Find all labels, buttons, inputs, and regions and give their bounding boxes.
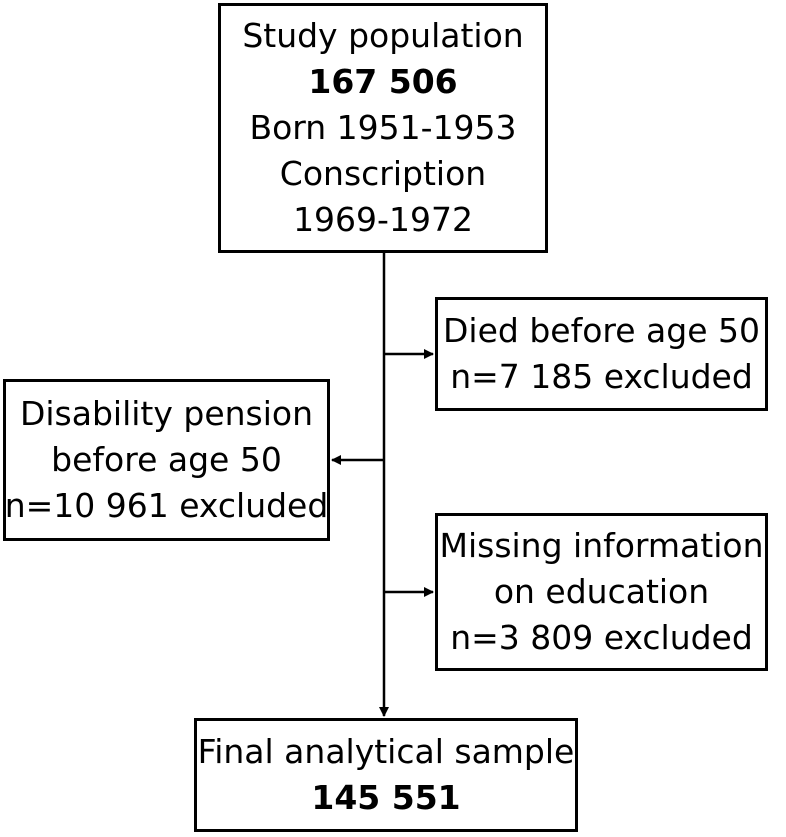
study-population-years: 1969-1972 [293, 200, 473, 239]
study-population-born: Born 1951-1953 [249, 108, 517, 147]
missing-education-box: Missing information on education n=3 809… [435, 513, 768, 671]
final-sample-box: Final analytical sample 145 551 [194, 718, 578, 832]
study-population-count: 167 506 [308, 62, 458, 101]
missing-label: Missing information [439, 526, 764, 565]
study-population-conscription: Conscription [279, 154, 487, 193]
final-sample-count: 145 551 [311, 778, 461, 817]
missing-label-education: on education [493, 572, 710, 611]
disability-excluded-box: Disability pension before age 50 n=10 96… [3, 379, 330, 541]
study-population-title: Study population [242, 16, 524, 55]
died-label: Died before age 50 [443, 311, 760, 350]
final-sample-title: Final analytical sample [197, 732, 575, 771]
disability-label-age: before age 50 [51, 440, 282, 479]
died-excluded-box: Died before age 50 n=7 185 excluded [435, 297, 768, 411]
study-population-box: Study population 167 506 Born 1951-1953 … [218, 3, 548, 253]
disability-count: n=10 961 excluded [4, 486, 329, 525]
missing-count: n=3 809 excluded [450, 618, 753, 657]
disability-label: Disability pension [19, 394, 314, 433]
died-count: n=7 185 excluded [450, 357, 753, 396]
